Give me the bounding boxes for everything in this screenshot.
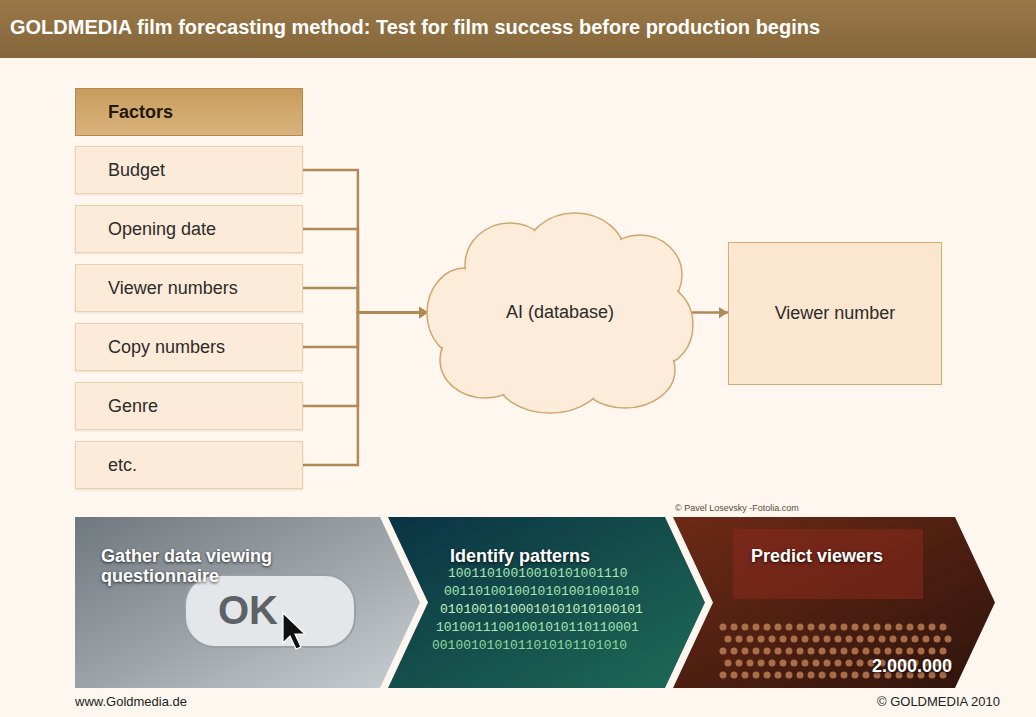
step-label: Gather data viewing questionnaire [101,547,341,587]
binary-digits: 0011010010010101001001010 [444,584,639,599]
node-label: Budget [108,160,165,181]
node-label: Viewer numbers [108,278,238,299]
binary-digits: 0010010101011010101101010 [432,638,627,653]
binary-digits: 10011010010010101001110 [448,566,627,581]
node-label: Opening date [108,219,216,240]
factor-box: Copy numbers [75,323,303,371]
node-label: Viewer number [775,303,896,324]
factor-box: etc. [75,441,303,489]
factor-box: Viewer numbers [75,264,303,312]
viewer-count: 2.000.000 [872,656,952,677]
ai-cloud: AI (database) [425,210,695,415]
connector [303,307,428,406]
page-title: GOLDMEDIA film forecasting method: Test … [10,16,820,39]
footer-url: www.Goldmedia.de [75,694,187,709]
factors-header: Factors [75,88,303,136]
step-label: Identify patterns [450,547,670,567]
factor-box: Budget [75,146,303,194]
photo-credit: © Pavel Losevsky -Fotolia.com [675,503,799,513]
node-label: Genre [108,396,158,417]
node-label: etc. [108,455,137,476]
binary-digits: 10100111001001010110110001 [436,620,639,635]
connector [692,307,728,318]
factor-box: Opening date [75,205,303,253]
node-label: Copy numbers [108,337,225,358]
copyright: © GOLDMEDIA 2010 [877,694,1000,709]
button-text: OK [218,588,278,633]
node-label: Factors [108,102,173,123]
connector [303,229,428,318]
connector [303,170,428,318]
node-label: AI (database) [506,302,614,323]
step-label: Predict viewers [751,547,961,567]
factor-box: Genre [75,382,303,430]
result-box: Viewer number [728,242,942,385]
connector [303,307,428,465]
binary-digits: 01010010100010101010100101 [440,602,643,617]
